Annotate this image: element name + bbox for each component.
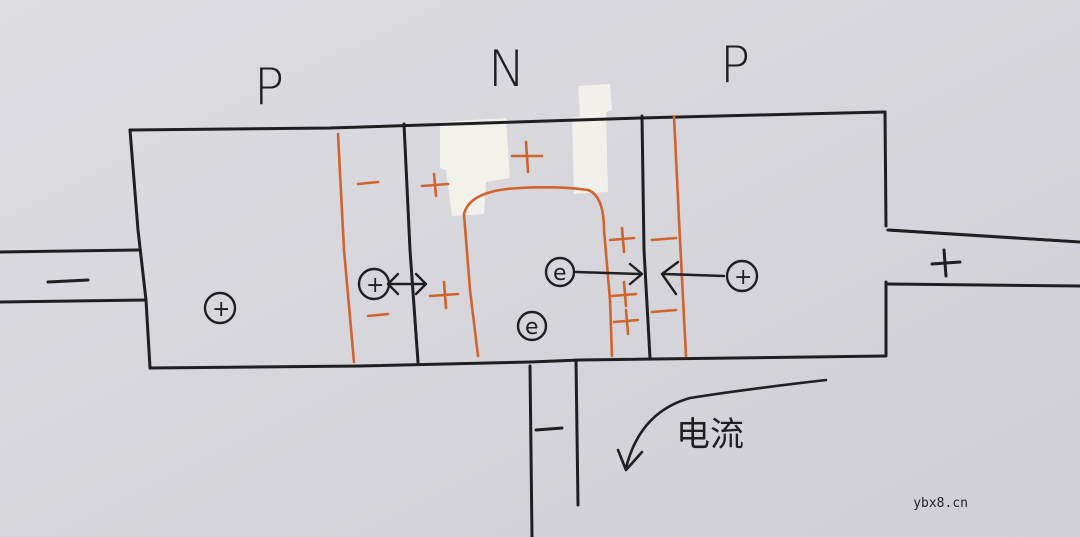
hole-carrier-left: + [203,291,237,325]
current-arrow-icon [616,378,828,472]
label-n: N [488,40,525,98]
carrier-arrows [386,260,726,296]
svg-text:+: + [366,273,384,298]
terminal-left-minus [46,278,90,284]
label-p-left: P [254,58,284,116]
svg-text:+: + [212,297,230,322]
terminal-right-plus [930,248,962,278]
svg-text:e: e [553,261,567,286]
terminal-leads [0,228,1080,537]
transistor-body [128,110,888,370]
carriers: + + e e + [203,256,759,342]
charge-marks [356,140,678,336]
hole-arrow-left-icon [662,272,726,278]
svg-text:+: + [734,265,752,290]
watermark: ybx8.cn [913,496,968,511]
tape-patches [440,84,612,216]
label-p-right: P [720,36,750,94]
depletion-boundaries [336,114,688,364]
electron-carrier-lower: e [516,310,548,342]
terminal-bottom-minus [534,426,564,432]
hole-carrier-right: + [725,259,759,293]
terminal-marks [46,248,962,432]
svg-text:e: e [525,315,539,340]
current-label: 电流 [676,415,744,455]
electron-carrier-upper: e [544,256,576,288]
electron-arrow-right-icon [574,270,642,276]
